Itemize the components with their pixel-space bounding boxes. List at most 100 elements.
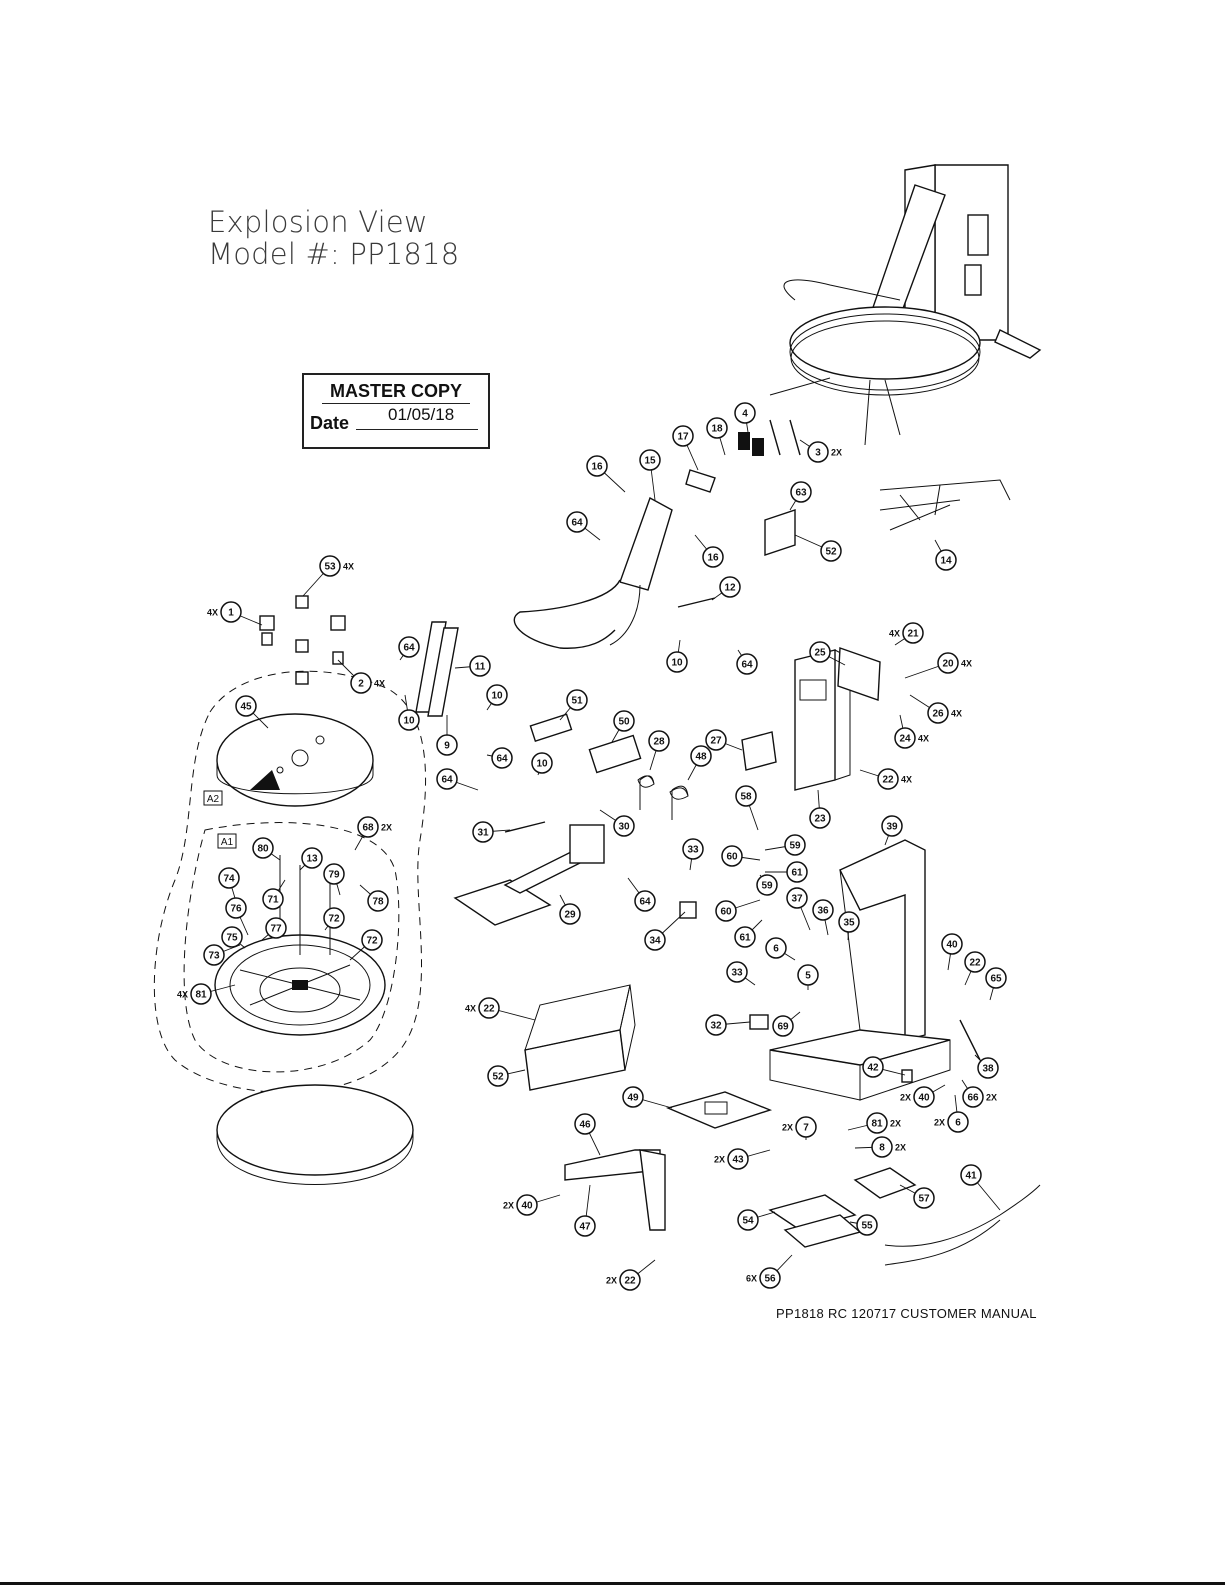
callout-circle xyxy=(235,695,257,717)
callout-circle xyxy=(367,890,389,912)
callout-35: 35 xyxy=(838,911,860,941)
callout-47: 47 xyxy=(574,1184,596,1237)
callout-13: 13 xyxy=(299,847,323,871)
callout-40: 40 xyxy=(941,933,963,971)
callout-circle xyxy=(962,1086,984,1108)
callout-number: 7 xyxy=(803,1123,809,1134)
callout-number: 39 xyxy=(886,822,898,833)
callout-number: 52 xyxy=(492,1072,504,1083)
callout-number: 45 xyxy=(240,702,252,713)
callout-circle xyxy=(881,815,903,837)
callout-number: 42 xyxy=(867,1063,879,1074)
callout-number: 47 xyxy=(579,1222,591,1233)
callout-number: 69 xyxy=(777,1022,789,1033)
callout-number: 22 xyxy=(882,775,894,786)
callout-64: 64 xyxy=(436,768,479,791)
callout-quantity: 2X xyxy=(714,1155,725,1165)
callout-76: 76 xyxy=(225,897,249,936)
callout-number: 9 xyxy=(444,741,450,752)
callout-10: 10 xyxy=(531,752,553,776)
callout-number: 64 xyxy=(741,660,753,671)
callout-circle xyxy=(726,961,748,983)
callout-17: 17 xyxy=(672,425,699,471)
callout-circle xyxy=(759,1267,781,1289)
callout-number: 40 xyxy=(946,940,958,951)
callout-30: 30 xyxy=(599,809,635,837)
callout-circle xyxy=(705,729,727,751)
callout-number: 21 xyxy=(907,629,919,640)
callout-55: 55 xyxy=(849,1214,878,1236)
callout-quantity: 4X xyxy=(207,608,218,618)
callout-circle xyxy=(559,903,581,925)
page-bottom-border xyxy=(0,1582,1225,1585)
callout-number: 61 xyxy=(739,933,751,944)
callout-circle xyxy=(574,1113,596,1135)
callout-quantity: 4X xyxy=(374,679,385,689)
callout-circle xyxy=(795,1116,817,1138)
callout-number: 53 xyxy=(324,562,336,573)
callout-52: 52 xyxy=(794,534,842,562)
callout-number: 11 xyxy=(475,662,486,673)
callout-77: 77 xyxy=(261,917,287,941)
callout-circle xyxy=(937,652,959,674)
callout-37: 37 xyxy=(786,887,811,931)
callout-number: 66 xyxy=(967,1093,979,1104)
callout-number: 41 xyxy=(965,1171,977,1182)
callout-number: 65 xyxy=(990,974,1002,985)
footer-doc-id: PP1818 RC 120717 CUSTOMER MANUAL xyxy=(776,1306,1037,1321)
callout-64: 64 xyxy=(736,649,758,675)
callout-63: 63 xyxy=(789,481,812,511)
callout-49: 49 xyxy=(622,1086,673,1109)
callout-circle xyxy=(690,745,712,767)
callout-circle xyxy=(807,441,829,463)
callout-circle xyxy=(947,1111,969,1133)
callout-circle xyxy=(301,847,323,869)
callout-circle xyxy=(350,672,372,694)
callout-12: 12 xyxy=(711,576,741,601)
callout-number: 18 xyxy=(711,424,723,435)
callout-circle xyxy=(586,455,608,477)
callout-28: 28 xyxy=(648,730,670,771)
callout-75: 75 xyxy=(221,926,246,949)
callout-48: 48 xyxy=(687,745,712,781)
callout-number: 16 xyxy=(707,553,719,564)
callout-60: 60 xyxy=(715,899,761,922)
callout-number: 34 xyxy=(649,936,661,947)
callout-circle xyxy=(737,1209,759,1231)
callout-quantity: 2X xyxy=(606,1276,617,1286)
callout-circle xyxy=(719,576,741,598)
callout-circle xyxy=(487,1065,509,1087)
callout-51: 51 xyxy=(559,689,588,721)
callout-10: 10 xyxy=(666,639,688,673)
callout-number: 20 xyxy=(942,659,954,670)
callout-80: 80 xyxy=(252,837,281,861)
callout-number: 64 xyxy=(403,643,415,654)
callout-quantity: 4X xyxy=(901,775,912,785)
callout-number: 73 xyxy=(208,951,220,962)
callout-number: 33 xyxy=(687,845,699,856)
callout-quantity: 4X xyxy=(951,709,962,719)
callout-57: 57 xyxy=(899,1184,935,1209)
callout-number: 54 xyxy=(742,1216,754,1227)
callout-number: 75 xyxy=(226,933,238,944)
stamp-title: MASTER COPY xyxy=(329,381,462,401)
stamp-date-line xyxy=(356,429,478,430)
callout-46: 46 xyxy=(574,1113,601,1156)
callout-16: 16 xyxy=(586,455,626,493)
callout-number: 14 xyxy=(940,556,952,567)
callout-number: 36 xyxy=(817,906,829,917)
callout-circle xyxy=(622,1086,644,1108)
master-copy-stamp: MASTER COPY Date 01/05/18 xyxy=(302,373,490,449)
callout-15: 15 xyxy=(639,449,661,501)
callout-number: 6 xyxy=(773,944,779,955)
callout-74: 74 xyxy=(218,867,241,916)
callout-circle xyxy=(265,917,287,939)
